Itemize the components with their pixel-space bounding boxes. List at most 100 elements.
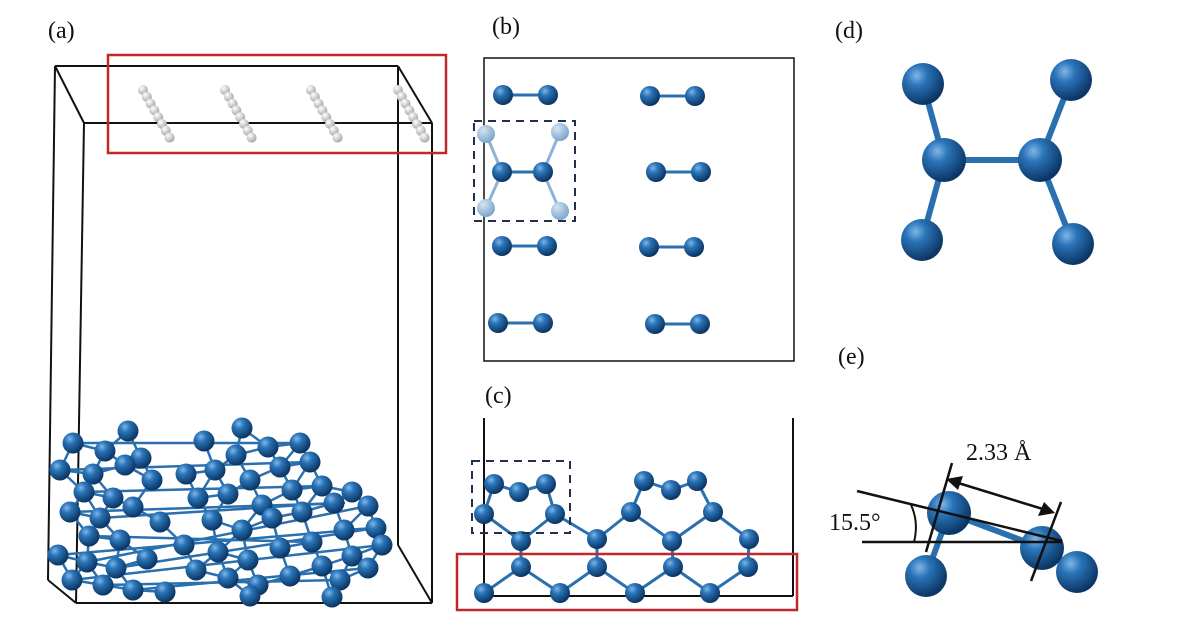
lattice-atom	[511, 557, 531, 577]
dimer-atom	[1018, 138, 1062, 182]
slab-atom	[225, 444, 247, 466]
neighbor-atom	[1056, 551, 1098, 593]
dimer-atom	[685, 86, 705, 106]
slab-atom	[122, 579, 144, 601]
lattice-atom	[474, 504, 494, 524]
crystal-slab	[47, 417, 393, 608]
white-atom	[164, 132, 175, 143]
dimer-atom	[538, 85, 558, 105]
slab-atom	[341, 545, 363, 567]
lattice-atom	[587, 529, 607, 549]
lattice-atom	[703, 502, 723, 522]
panel-a-label: (a)	[48, 18, 75, 44]
slab-atom	[341, 481, 363, 503]
dimer-atom	[488, 313, 508, 333]
faded-atom	[551, 123, 569, 141]
dimer-atom	[684, 237, 704, 257]
slab-atom	[49, 459, 71, 481]
slab-atom	[82, 463, 104, 485]
slab-atom	[239, 469, 261, 491]
dimer-atom	[493, 85, 513, 105]
slab-atom	[193, 430, 215, 452]
slab-atom	[73, 481, 95, 503]
top-view-dimers	[477, 85, 711, 334]
slab-atom	[239, 585, 261, 607]
slab-atom	[149, 511, 171, 533]
lattice-atom	[625, 583, 645, 603]
slab-atom	[371, 534, 393, 556]
dimer-atom	[537, 236, 557, 256]
slab-atom	[47, 544, 69, 566]
white-atom	[246, 132, 257, 143]
slab-atom	[185, 559, 207, 581]
panel-d-label: (d)	[835, 18, 863, 44]
lattice-atom	[587, 557, 607, 577]
slab-atom	[217, 483, 239, 505]
slab-atom	[61, 569, 83, 591]
slab-atom	[311, 475, 333, 497]
slab-atom	[62, 432, 84, 454]
dimer-atom	[691, 162, 711, 182]
slab-atom	[94, 440, 116, 462]
distance-arrow-shaft	[954, 480, 1047, 512]
slab-atom	[187, 487, 209, 509]
lattice-atom	[634, 471, 654, 491]
top-view-box	[483, 57, 795, 362]
lattice-atom	[511, 531, 531, 551]
dimer-atom	[533, 162, 553, 182]
lattice-atom	[738, 557, 758, 577]
slab-atom	[76, 551, 98, 573]
tilt-line	[856, 489, 1063, 543]
lattice-atom	[662, 531, 682, 551]
slab-atom	[301, 531, 323, 553]
slab-atom	[257, 436, 279, 458]
slab-atom	[269, 456, 291, 478]
slab-atom	[117, 420, 139, 442]
slab-atom	[321, 586, 343, 608]
slab-atom	[291, 501, 313, 523]
slab-atom	[279, 565, 301, 587]
dimer-atom	[1020, 526, 1064, 570]
slab-atom	[59, 501, 81, 523]
slab-atom	[231, 417, 253, 439]
slab-atom	[289, 432, 311, 454]
white-atom	[419, 132, 430, 143]
bond-end-line-left	[924, 462, 954, 553]
slab-atom	[237, 549, 259, 571]
lattice-atom	[474, 583, 494, 603]
dimer-atom	[492, 236, 512, 256]
slab-atom	[136, 548, 158, 570]
dashed-selection-c	[471, 460, 571, 534]
panel-d: (d)	[835, 18, 1094, 265]
slab-atom	[130, 447, 152, 469]
panel-c: (c)	[455, 383, 799, 612]
white-atom-chains	[138, 85, 430, 143]
slab-atom	[269, 537, 291, 559]
dimer-atom	[533, 313, 553, 333]
angle-label: 15.5°	[829, 510, 881, 536]
dimer-atom	[922, 138, 966, 182]
panel-b: (b)	[473, 14, 795, 362]
bond	[85, 504, 370, 564]
lattice-atom	[687, 471, 707, 491]
slab-atom	[357, 557, 379, 579]
slab-atom	[114, 454, 136, 476]
tilted-dimer	[905, 491, 1098, 597]
slab-atom	[217, 567, 239, 589]
slab-atom	[365, 517, 387, 539]
angle-arc	[910, 504, 917, 543]
dimer-atom	[640, 86, 660, 106]
lattice-atom	[700, 583, 720, 603]
slab-atom	[105, 557, 127, 579]
slab-atom	[173, 534, 195, 556]
slab-atom	[92, 574, 114, 596]
dimer-atom	[645, 314, 665, 334]
neighbor-atom	[1050, 59, 1092, 101]
side-view-lattice	[474, 471, 759, 603]
slab-atom	[329, 569, 351, 591]
slab-atom	[281, 479, 303, 501]
distance-arrowhead-right	[1038, 502, 1055, 516]
panel-c-label: (c)	[485, 383, 512, 409]
slab-atom	[333, 519, 355, 541]
